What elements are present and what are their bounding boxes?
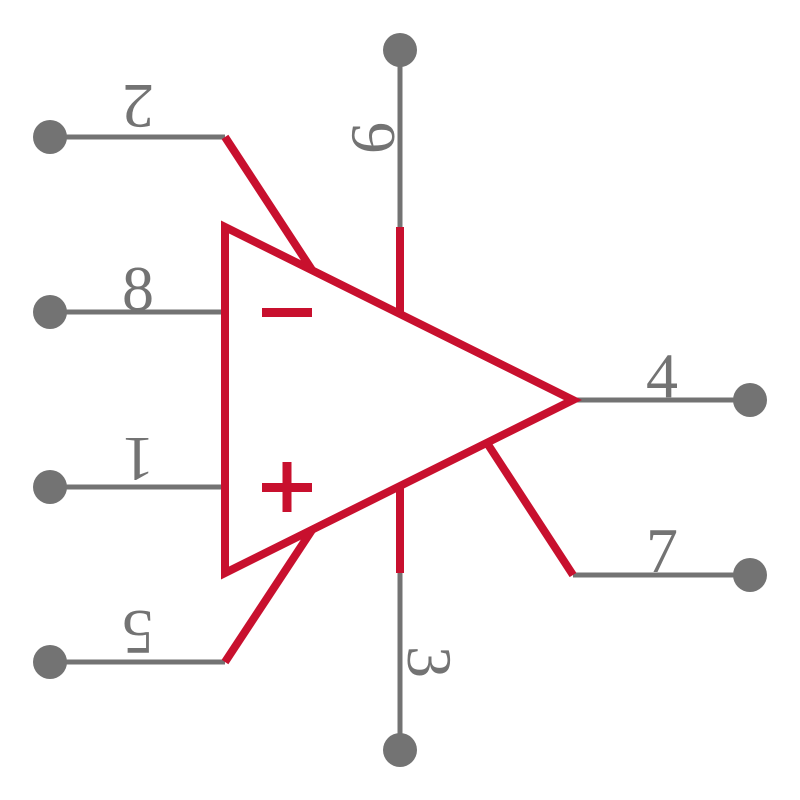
pin-2-diagonal (221, 134, 316, 273)
pin-labels: 2 8 1 5 6 3 4 7 (122, 71, 678, 678)
noninverting-sign-v (282, 462, 292, 512)
pin-dots (33, 33, 767, 767)
input-signs: − + (262, 308, 312, 512)
pin-label-3: 3 (394, 646, 465, 678)
pin-label-8: 8 (122, 253, 154, 324)
pin-2-dot (33, 120, 67, 154)
pin-3-dot (383, 733, 417, 767)
pin-leads (50, 50, 750, 750)
pin-label-2: 2 (122, 71, 154, 142)
pin-6-dot (383, 33, 417, 67)
inverting-sign (262, 308, 312, 317)
pin-7-diagonal (483, 440, 577, 578)
pin-4-dot (733, 383, 767, 417)
pin-5-dot (33, 645, 67, 679)
pin-label-5: 5 (122, 597, 154, 668)
opamp-triangle (221, 220, 582, 580)
pin-label-7: 7 (646, 515, 678, 586)
pin-8-dot (33, 295, 67, 329)
pin-1-dot (33, 470, 67, 504)
pin-7-dot (733, 558, 767, 592)
pin-label-6: 6 (337, 122, 408, 154)
pin-5-diagonal (221, 527, 316, 665)
pin-label-1: 1 (122, 424, 154, 495)
pin-label-4: 4 (646, 340, 678, 411)
opamp-body (221, 134, 582, 665)
